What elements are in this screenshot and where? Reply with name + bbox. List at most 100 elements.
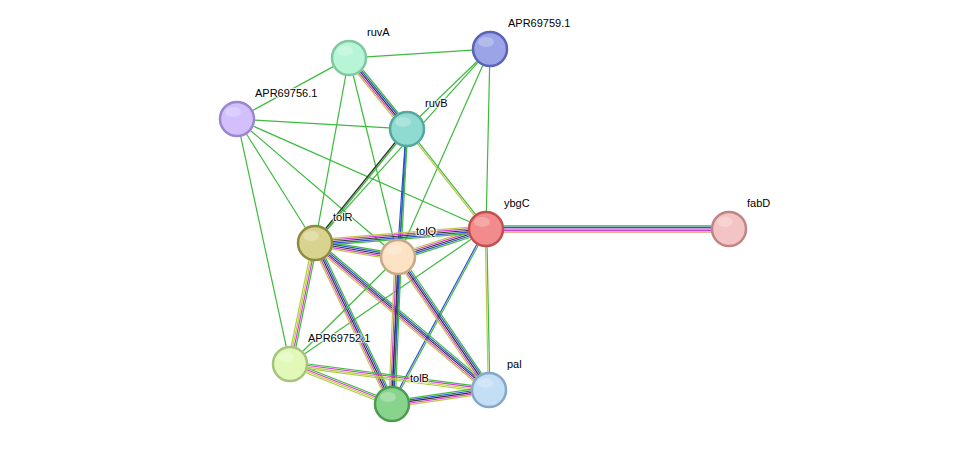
interaction-edge: [420, 62, 477, 117]
interaction-edge: [247, 134, 306, 228]
node-label: tolB: [410, 372, 429, 385]
node-circle: [219, 101, 255, 137]
node-circle-fill: [298, 226, 332, 260]
node-circle-fill: [220, 102, 254, 136]
evidence-line: [360, 72, 395, 115]
protein-node: ybgC: [468, 211, 504, 247]
node-highlight: [386, 245, 402, 255]
evidence-line: [318, 76, 345, 226]
evidence-line: [333, 248, 381, 256]
interaction-edge: [418, 143, 476, 216]
evidence-line: [407, 273, 478, 376]
node-highlight: [477, 378, 493, 388]
node-circle: [471, 372, 507, 408]
evidence-line: [408, 272, 479, 375]
node-highlight: [474, 217, 490, 227]
node-circle-fill: [381, 240, 415, 274]
interaction-edge: [318, 76, 345, 226]
node-label: ruvB: [425, 97, 448, 110]
interaction-edge: [409, 389, 471, 404]
evidence-line: [362, 71, 397, 114]
evidence-line: [411, 270, 482, 373]
node-highlight: [278, 352, 294, 362]
interaction-edge: [367, 50, 472, 57]
evidence-line: [420, 62, 477, 117]
interaction-edge: [406, 270, 482, 377]
evidence-line: [308, 366, 471, 387]
evidence-line: [306, 373, 375, 400]
evidence-line: [416, 236, 470, 253]
evidence-line: [504, 225, 711, 226]
evidence-line: [308, 368, 377, 395]
node-circle: [272, 346, 308, 382]
node-highlight: [225, 107, 241, 117]
evidence-line: [307, 371, 376, 398]
protein-node: tolQ: [380, 239, 416, 275]
evidence-line: [406, 274, 477, 377]
evidence-line: [410, 394, 471, 403]
protein-node: ruvB: [389, 111, 425, 147]
evidence-line: [504, 232, 711, 233]
evidence-line: [332, 249, 380, 257]
node-circle: [389, 111, 425, 147]
node-circle-fill: [332, 41, 366, 75]
evidence-line: [327, 144, 396, 230]
node-circle-fill: [375, 387, 409, 421]
protein-node: tolR: [297, 225, 333, 261]
interaction-edge: [486, 67, 489, 211]
evidence-line: [307, 370, 376, 397]
node-label: fabD: [747, 197, 770, 210]
node-label: ybgC: [504, 197, 530, 210]
evidence-line: [418, 144, 475, 216]
evidence-line: [410, 396, 471, 405]
protein-node: APR69759.1: [472, 31, 508, 67]
node-circle-fill: [712, 212, 746, 246]
interaction-edge: [254, 126, 470, 221]
interaction-edge: [504, 226, 711, 232]
evidence-line: [353, 76, 393, 240]
node-circle: [711, 211, 747, 247]
interaction-edge: [353, 76, 393, 240]
interaction-edge: [405, 66, 482, 241]
evidence-line: [333, 229, 468, 240]
evidence-line: [504, 227, 711, 228]
node-circle-fill: [473, 32, 507, 66]
evidence-line: [291, 260, 309, 346]
node-label: tolQ: [416, 225, 436, 238]
interaction-edge: [486, 247, 490, 372]
node-highlight: [478, 37, 494, 47]
node-circle: [331, 40, 367, 76]
node-circle: [468, 211, 504, 247]
protein-node: tolB: [374, 386, 410, 422]
interaction-edge: [305, 239, 471, 354]
node-circle: [472, 31, 508, 67]
evidence-line: [419, 143, 476, 215]
evidence-line: [358, 74, 393, 117]
evidence-line: [504, 230, 711, 231]
interaction-edge: [303, 270, 385, 352]
evidence-line: [359, 73, 394, 116]
interaction-edge: [255, 120, 389, 128]
evidence-line: [363, 70, 398, 113]
protein-node: ruvA: [331, 40, 367, 76]
evidence-line: [303, 270, 385, 352]
node-label: APR69752.1: [308, 332, 370, 345]
node-circle: [297, 225, 333, 261]
node-highlight: [717, 217, 733, 227]
evidence-line: [410, 271, 481, 374]
interaction-edge: [332, 243, 381, 257]
protein-node: APR69752.1: [272, 346, 308, 382]
evidence-line: [241, 137, 286, 347]
evidence-line: [308, 364, 471, 385]
node-highlight: [395, 117, 411, 127]
node-circle: [374, 386, 410, 422]
evidence-line: [247, 134, 306, 228]
node-circle-fill: [390, 112, 424, 146]
node-label: tolR: [333, 211, 353, 224]
node-label: ruvA: [367, 26, 390, 39]
evidence-line: [486, 247, 488, 372]
interaction-edge: [241, 137, 286, 347]
node-circle-fill: [469, 212, 503, 246]
node-label: pal: [507, 358, 522, 371]
evidence-line: [305, 239, 471, 354]
